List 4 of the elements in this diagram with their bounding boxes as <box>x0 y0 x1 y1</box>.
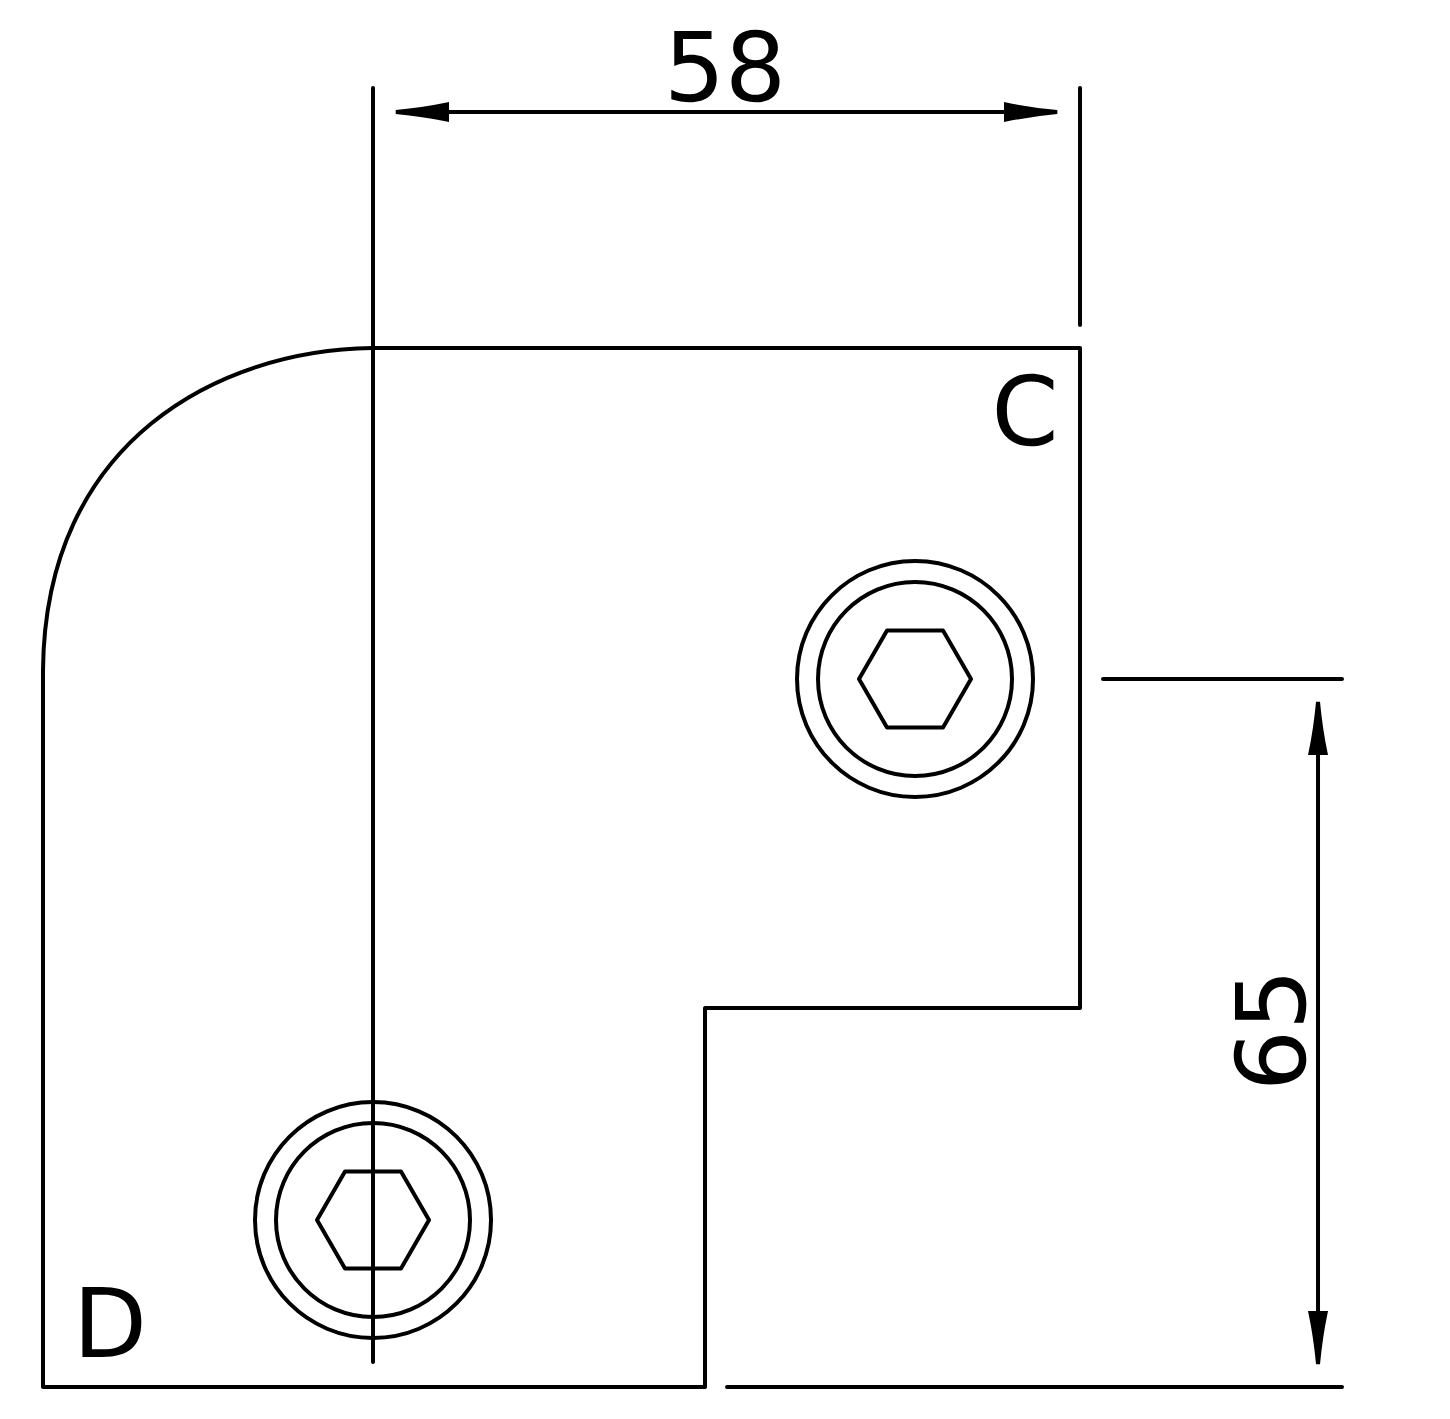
dimension-label: 58 <box>671 29 780 103</box>
dimension-label: 65 <box>1233 977 1307 1085</box>
part-label: C <box>996 373 1054 447</box>
part-label: D <box>82 1287 142 1357</box>
